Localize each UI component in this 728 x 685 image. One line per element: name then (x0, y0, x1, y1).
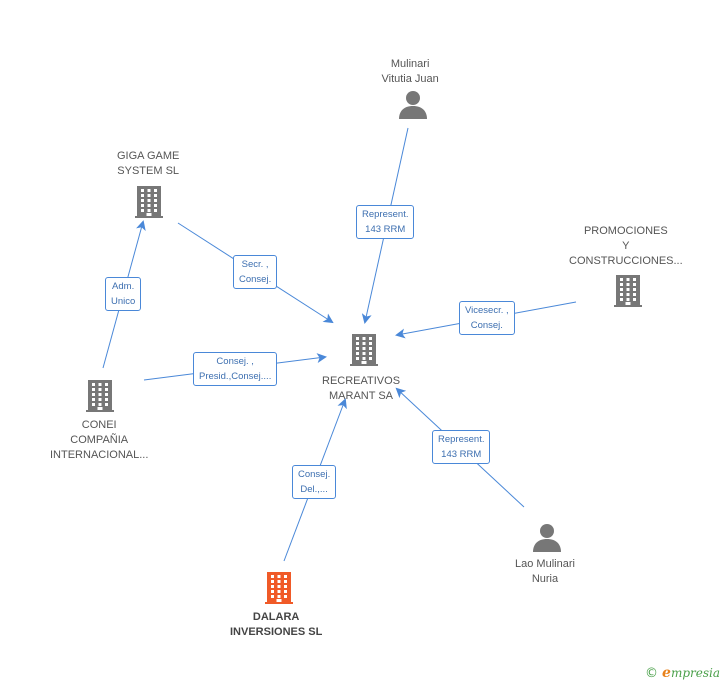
edge-label-line: Represent. (438, 434, 485, 445)
node-label-line: RECREATIVOS (322, 375, 401, 387)
building-icon[interactable] (86, 378, 114, 417)
node-label-line: INTERNACIONAL... (50, 449, 149, 461)
edge-label-line: Secr. , (241, 259, 269, 270)
edge-label-line: Vicesecr. , (465, 305, 509, 316)
node-label-line: INVERSIONES SL (230, 626, 323, 638)
node-label-promociones-y-construcciones[interactable]: PROMOCIONES Y CONSTRUCCIONES... (569, 224, 683, 269)
person-icon[interactable] (532, 522, 562, 557)
edge-label-line: Consej. (470, 320, 503, 331)
edge-label-line: Consej. , (216, 356, 254, 367)
node-label-line: Mulinari (390, 58, 430, 70)
person-icon[interactable] (398, 89, 428, 124)
edge-label-line: 143 RRM (365, 224, 406, 235)
edge-label-line: Adm. (112, 281, 135, 292)
node-label-line: Lao Mulinari (515, 558, 575, 570)
node-label-line: PROMOCIONES (583, 225, 668, 237)
edge-label-conei-to-giga[interactable]: Adm. Unico (105, 277, 142, 311)
node-label-line: Vitutia Juan (381, 73, 439, 85)
node-label-line: DALARA (252, 611, 300, 623)
edge-label-line: Del.,... (300, 484, 328, 495)
edge-label-line: 143 RRM (441, 449, 482, 460)
building-icon[interactable] (135, 184, 163, 223)
edge-label-line: Presid.,Consej.... (199, 371, 272, 382)
node-label-line: GIGA GAME (117, 150, 180, 162)
node-label-line: SYSTEM SL (117, 165, 180, 177)
edge-label-mulinari-to-recreativos[interactable]: Represent. 143 RRM (356, 205, 415, 239)
node-label-line: COMPAÑIA (70, 434, 129, 446)
edge-label-promociones-to-recreativos[interactable]: Vicesecr. , Consej. (459, 301, 515, 335)
edge-label-line: Unico (111, 296, 136, 307)
building-icon[interactable] (350, 332, 378, 371)
building-icon[interactable] (265, 570, 293, 609)
node-label-line: Y (622, 240, 630, 252)
brand-name: mpresia (670, 666, 720, 680)
node-label-line: CONSTRUCCIONES... (569, 255, 683, 267)
edge-label-line: Consej. (298, 469, 331, 480)
edge-label-conei-to-recreativos[interactable]: Consej. , Presid.,Consej.... (193, 352, 278, 386)
node-label-giga-game-system-sl[interactable]: GIGA GAME SYSTEM SL (117, 149, 179, 179)
edge-label-line: Represent. (362, 209, 409, 220)
node-label-recreativos-marant-sa[interactable]: RECREATIVOS MARANT SA (322, 374, 400, 404)
edge-label-line: Consej. (239, 274, 272, 285)
node-label-line: CONEI (81, 419, 117, 431)
edge-label-lao-to-recreativos[interactable]: Represent. 143 RRM (432, 430, 491, 464)
brand-watermark[interactable]: ©empresia (645, 665, 720, 681)
node-label-line: MARANT SA (329, 390, 393, 402)
copyright-symbol: © (645, 666, 659, 681)
node-label-conei-compania-internacional[interactable]: CONEI COMPAÑIA INTERNACIONAL... (50, 418, 148, 463)
edge-label-dalara-to-recreativos[interactable]: Consej. Del.,... (292, 465, 337, 499)
building-icon[interactable] (614, 273, 642, 312)
brand-initial: e (662, 665, 671, 681)
edge-label-giga-to-recreativos[interactable]: Secr. , Consej. (233, 255, 278, 289)
node-label-line: Nuria (531, 573, 559, 585)
node-label-dalara-inversiones-sl[interactable]: DALARA INVERSIONES SL (230, 610, 322, 640)
